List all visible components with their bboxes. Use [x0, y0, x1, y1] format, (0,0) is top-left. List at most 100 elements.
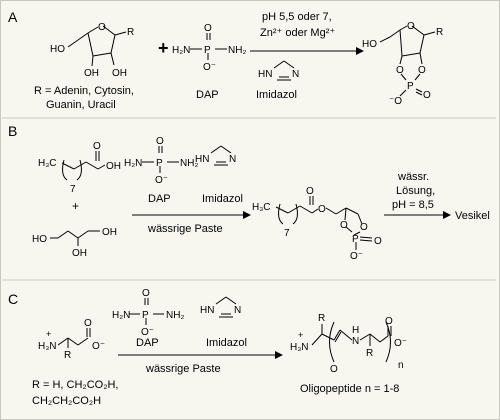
imidazole-structure-c: [215, 296, 237, 318]
oligopeptide-label: Oligopeptide n = 1-8: [300, 383, 399, 395]
product-ester-o-b: O: [318, 204, 326, 215]
dap-phosphorus-b: P: [156, 158, 163, 169]
product-o3-a: O: [423, 90, 431, 101]
product-o-minus-a: ⁻O: [389, 96, 402, 107]
plus-sign-a: +: [158, 38, 169, 58]
cyclic-phosphate-product: [379, 25, 436, 97]
carbonyl-o-c: O: [84, 318, 92, 329]
product-o-minus-b: O⁻: [350, 251, 363, 262]
conditions-b1: wässr.: [397, 171, 429, 183]
product-o1-b: O: [340, 220, 348, 231]
dap-o-minus-b: O⁻: [155, 175, 168, 186]
oh-label-b2: OH: [102, 227, 117, 238]
dap-phosphorus-c: P: [142, 310, 149, 321]
dap-structure-c: [129, 298, 164, 325]
ho-label-b: HO: [32, 234, 47, 245]
product-subscript-7-b: 7: [284, 228, 290, 239]
ho-label-a: HO: [50, 44, 65, 55]
product-p-b: P: [352, 234, 359, 245]
imidazol-label-c: Imidazol: [206, 337, 247, 349]
paste-label-b: wässrige Paste: [147, 223, 223, 235]
dap-h2n-b: H₂N: [124, 158, 142, 169]
subscript-7-b: 7: [70, 184, 76, 195]
oh-label-b3: OH: [72, 248, 87, 259]
oh-label-b: OH: [106, 161, 121, 172]
product-n-c: N: [352, 336, 359, 347]
dap-label-b: DAP: [148, 193, 171, 205]
r-substituent-c: R: [64, 350, 71, 361]
dap-nh2-b: NH₂: [180, 158, 198, 169]
panel-letter-a: A: [8, 9, 18, 25]
r-definition-c2: CH₂CH₂CO₂H: [32, 395, 101, 407]
product-o2-b: O: [360, 222, 368, 233]
product-o2-a: O: [418, 65, 426, 76]
r-definition-a2: Guanin, Uracil: [46, 99, 116, 111]
dap-nh2-a: NH₂: [228, 45, 246, 56]
dap-o-minus-c: O⁻: [141, 327, 154, 338]
dap-h2n-a: H₂N: [172, 45, 190, 56]
imidazole-hn-a: HN: [258, 69, 272, 80]
conditions-b3: pH = 8,5: [392, 199, 434, 211]
product-r1-c: R: [318, 313, 325, 324]
imidazole-structure-a: [273, 60, 295, 81]
r-substituent-a: R: [127, 27, 134, 38]
product-o-minus-c: O⁻: [394, 338, 407, 349]
conditions-a2: Zn²⁺ oder Mg²⁺: [260, 27, 335, 39]
panel-letter-b: B: [8, 123, 17, 139]
product-n-subscript-c: n: [398, 360, 404, 371]
imidazole-n-b: N: [229, 154, 236, 165]
imidazol-label-a: Imidazol: [256, 89, 297, 101]
fatty-acid-structure: [61, 151, 106, 181]
conditions-a1: pH 5,5 oder 7,: [262, 11, 332, 23]
dap-oxygen-c: O: [142, 288, 150, 299]
product-o1-c: O: [330, 364, 338, 375]
cyclic-phospholipid-product: [275, 196, 373, 250]
dap-nh2-c: NH₂: [166, 310, 184, 321]
product-ring-oxygen-a: O: [407, 21, 415, 32]
imidazole-hn-c: HN: [200, 305, 214, 316]
oh-label-a1: OH: [84, 68, 99, 79]
dap-structure-b: [142, 146, 179, 173]
imidazole-n-c: N: [234, 305, 241, 316]
ring-oxygen-a: O: [98, 22, 106, 33]
r-definition-c1: R = H, CH₂CO₂H,: [32, 379, 118, 391]
dap-h2n-c: H₂N: [112, 310, 130, 321]
imidazole-structure-b: [210, 145, 232, 166]
product-o3-b: O: [374, 236, 382, 247]
panel-letter-c: C: [8, 291, 18, 307]
product-carbonyl-o-b: O: [306, 186, 314, 197]
oligopeptide-product: [311, 321, 392, 363]
imidazole-n-a: N: [292, 69, 299, 80]
product-ho-a: HO: [362, 39, 377, 50]
product-h-c: H: [352, 325, 359, 336]
dap-label-c: DAP: [136, 337, 159, 349]
r-definition-a1: R = Adenin, Cytosin,: [34, 85, 134, 97]
dap-oxygen-a: O: [204, 23, 212, 34]
glycerol-structure: [50, 230, 100, 246]
carbonyl-o-b: O: [93, 141, 101, 152]
dap-o-minus-a: O⁻: [203, 62, 216, 73]
plus-charge-c: +: [46, 329, 51, 339]
dap-oxygen-b: O: [156, 136, 164, 147]
product-h3c-b: H₃C: [252, 202, 271, 213]
imidazol-label-b: Imidazol: [202, 193, 243, 205]
product-h3n-c: H₃N: [290, 342, 309, 353]
plus-sign-b: +: [72, 199, 79, 213]
dap-structure-a: [190, 33, 227, 60]
nucleoside-structure: [67, 25, 127, 67]
product-r2-c: R: [366, 348, 373, 359]
o-minus-c: O⁻: [92, 341, 105, 352]
amino-acid-structure: [57, 328, 91, 348]
product-o2-c: O: [385, 316, 393, 327]
conditions-b2: Lösung,: [396, 185, 435, 197]
vesikel-label: Vesikel: [455, 210, 490, 222]
dap-phosphorus-a: P: [204, 45, 211, 56]
paste-label-c: wässrige Paste: [145, 363, 221, 375]
imidazole-hn-b: HN: [195, 154, 209, 165]
product-plus-c: +: [298, 330, 303, 340]
dap-label-a: DAP: [196, 89, 219, 101]
product-r-a: R: [436, 27, 443, 38]
oh-label-a2: OH: [112, 68, 127, 79]
